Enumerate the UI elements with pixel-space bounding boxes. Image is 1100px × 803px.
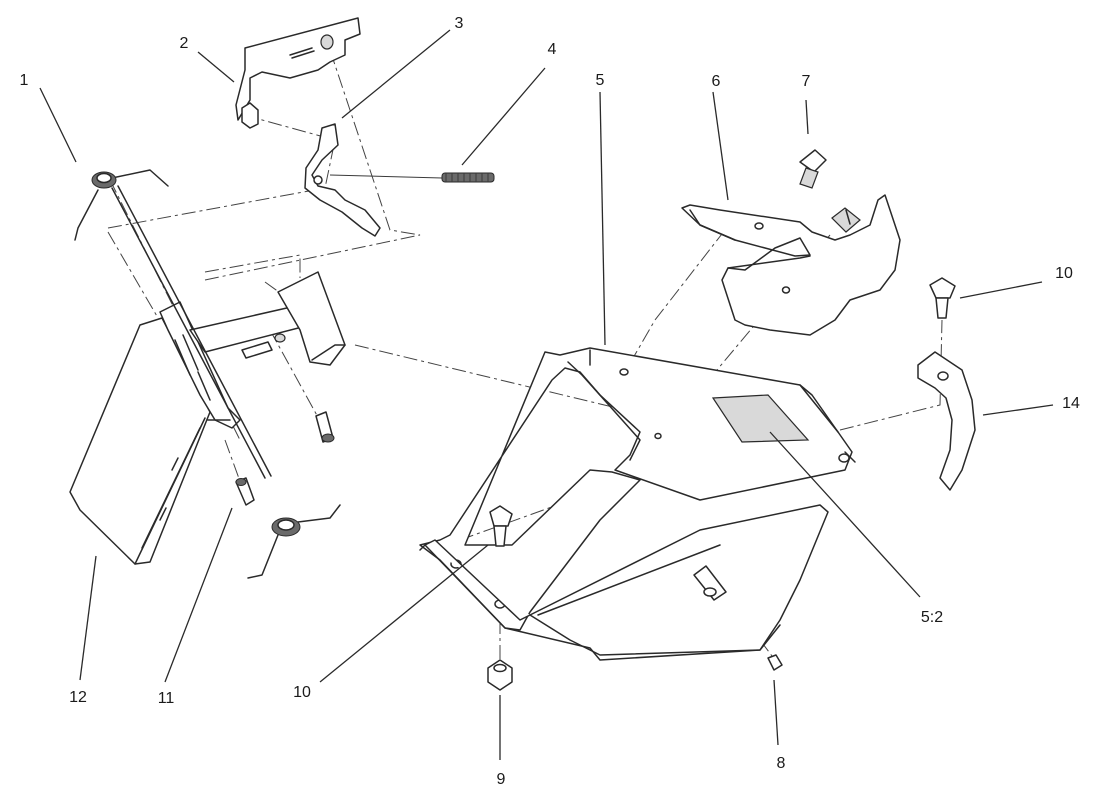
callout-labels: 1 2 3 4 5 6 7 10 14 5:2 8 9 10 11 12 — [20, 15, 1080, 788]
callout-5-2: 5:2 — [921, 609, 943, 626]
extension-spring — [329, 172, 495, 183]
callout-2: 2 — [180, 35, 189, 52]
callout-6: 6 — [712, 73, 721, 90]
callout-5: 5 — [596, 72, 605, 89]
bolt-7 — [799, 149, 827, 189]
callout-9: 9 — [497, 771, 506, 788]
callout-leaders — [39, 29, 1054, 760]
callout-11: 11 — [158, 690, 175, 707]
torsion-spring-lower — [247, 504, 341, 579]
side-latch-hook — [917, 351, 976, 491]
hinge-bracket — [159, 271, 346, 429]
bolt-10-left — [489, 505, 513, 547]
bolt-guard — [831, 207, 861, 233]
torsion-spring-upper — [74, 169, 169, 241]
screw-bracket — [315, 411, 335, 443]
upper-bracket-plate — [235, 17, 361, 129]
callout-14: 14 — [1062, 395, 1080, 412]
callout-12: 12 — [69, 689, 87, 706]
latch-lever — [304, 123, 381, 237]
hinged-flap — [69, 317, 211, 565]
callout-7: 7 — [802, 73, 811, 90]
upper-guard-bracket — [681, 194, 901, 336]
callout-10-left: 10 — [293, 684, 311, 701]
callout-1: 1 — [20, 72, 29, 89]
decal-label — [711, 394, 810, 443]
deflector-plate — [419, 504, 829, 661]
callout-3: 3 — [455, 15, 464, 32]
pivot-rod — [111, 185, 272, 479]
screw-8 — [693, 565, 783, 671]
callout-4: 4 — [548, 41, 557, 58]
screw-11 — [235, 477, 255, 506]
nut-9 — [487, 659, 513, 691]
callout-8: 8 — [777, 755, 786, 772]
callout-10-right: 10 — [1055, 265, 1073, 282]
bolt-10-right — [929, 277, 956, 319]
